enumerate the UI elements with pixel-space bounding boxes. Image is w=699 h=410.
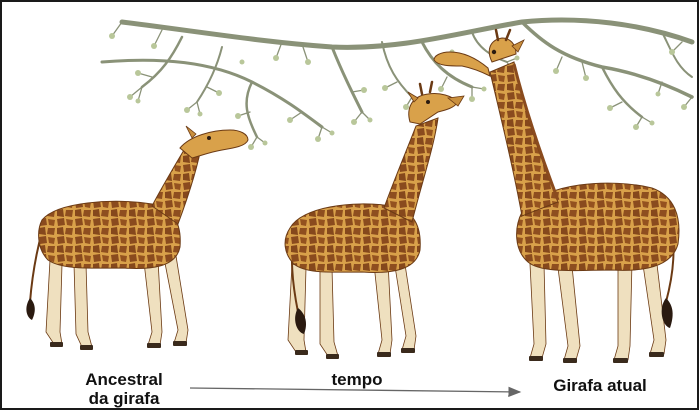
time-label: tempo [302, 370, 412, 389]
modern-giraffe [434, 30, 679, 363]
ancestor-giraffe [26, 126, 248, 350]
ancestor-label-line1: Ancestral [54, 370, 194, 389]
ancestor-label-line2: da girafa [54, 389, 194, 408]
ancestor-label: Ancestral da girafa [54, 370, 194, 408]
intermediate-giraffe [285, 82, 464, 359]
modern-giraffe-label: Girafa atual [520, 376, 680, 395]
